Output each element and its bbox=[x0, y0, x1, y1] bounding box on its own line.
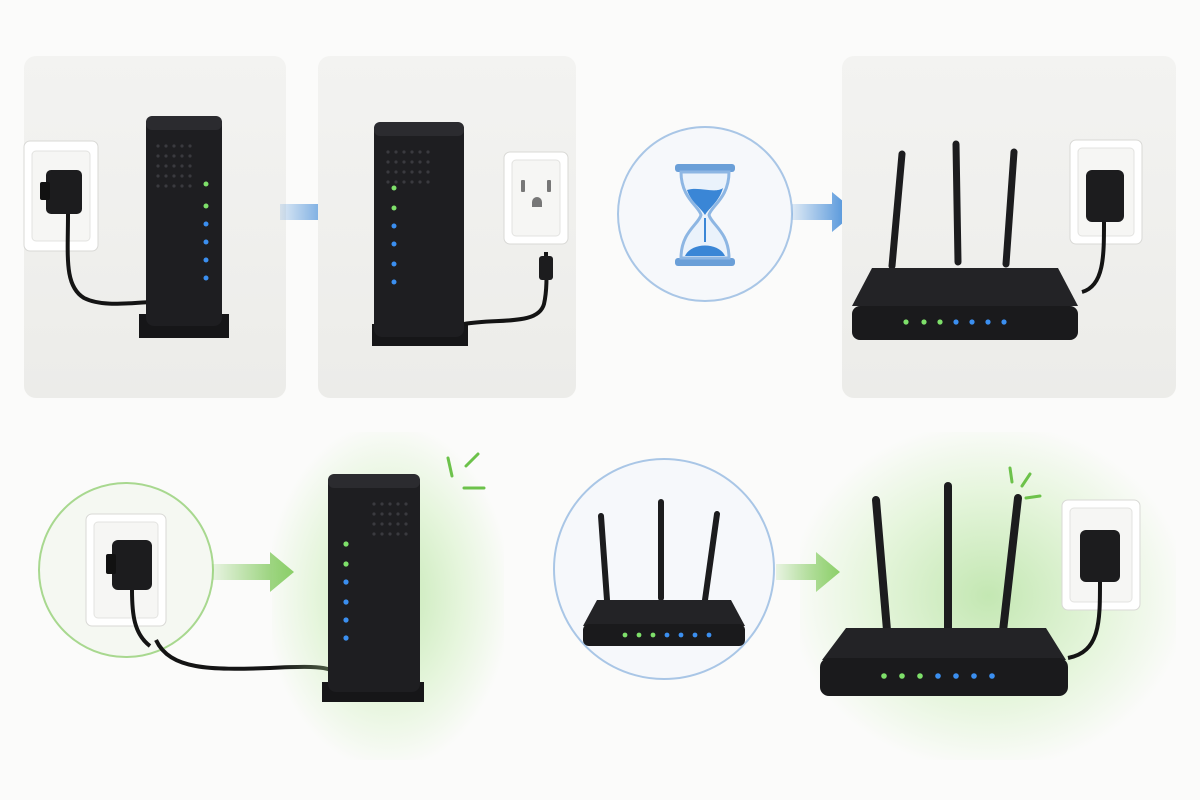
router-detail-circle bbox=[553, 458, 775, 680]
router-icon bbox=[583, 499, 745, 646]
hourglass-icon bbox=[675, 164, 735, 266]
router-powered-illustration bbox=[820, 466, 1141, 696]
modem-powered-on-panel bbox=[272, 432, 504, 760]
spark-icon bbox=[446, 452, 486, 490]
router-icon bbox=[820, 482, 1068, 696]
modem-powered-illustration bbox=[322, 452, 486, 702]
power-adapter-icon bbox=[106, 540, 152, 648]
spark-icon bbox=[1008, 466, 1042, 500]
power-adapter-icon bbox=[1081, 170, 1124, 294]
plug-in-detail-circle bbox=[38, 482, 214, 658]
modem-icon bbox=[372, 122, 468, 346]
router-powered-on-panel bbox=[800, 432, 1176, 760]
modem-icon bbox=[322, 474, 424, 702]
plug-in-detail-illustration bbox=[85, 513, 167, 648]
wait-hourglass-circle bbox=[617, 126, 793, 302]
power-adapter-icon bbox=[40, 170, 155, 306]
arrow-right-icon bbox=[792, 192, 856, 232]
step-2-modem-unplugged-panel bbox=[318, 56, 576, 398]
router-icon bbox=[852, 140, 1078, 340]
router-detail-illustration bbox=[583, 499, 745, 646]
modem-plugged-illustration bbox=[23, 116, 229, 338]
modem-icon bbox=[139, 116, 229, 338]
power-adapter-icon bbox=[1067, 530, 1120, 660]
modem-unplugged-illustration bbox=[372, 122, 569, 346]
wall-outlet-icon bbox=[503, 151, 569, 245]
step-4-router-plugged-panel bbox=[842, 56, 1176, 398]
router-plugged-illustration bbox=[852, 139, 1143, 340]
step-1-modem-plugged-panel bbox=[23, 56, 286, 398]
